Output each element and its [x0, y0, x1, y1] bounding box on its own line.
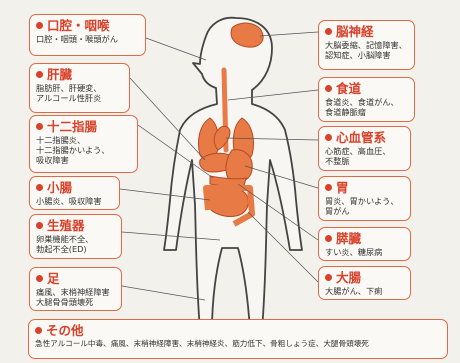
bullet-icon — [325, 134, 332, 141]
box-title: 口腔・咽喉 — [47, 18, 110, 33]
bullet-icon — [325, 85, 332, 92]
box-title: 肝臓 — [47, 67, 72, 82]
box-reproductive: 生殖器 卵巣機能不全、 勃起不全(ED) — [29, 214, 122, 259]
box-pancreas: 膵臓 すい炎、糖尿病 — [318, 227, 411, 261]
box-esophagus: 食道 食道炎、食道がん、 食道静脈瘤 — [318, 77, 415, 122]
box-duodenum: 十二指腸 十二指腸炎、 十二指腸かいよう、 吸収障害 — [29, 115, 138, 173]
bullet-icon — [325, 274, 332, 281]
box-title: 食道 — [336, 81, 361, 96]
box-title: 十二指腸 — [47, 119, 97, 134]
box-title: 胃 — [336, 180, 349, 195]
box-stomach: 胃 胃炎、胃かいよう、 胃がん — [318, 176, 411, 221]
box-desc: 食道炎、食道がん、 食道静脈瘤 — [325, 97, 408, 117]
box-liver: 肝臓 脂肪肝、肝硬変、 アルコール性肝炎 — [29, 63, 130, 113]
box-title: 脳神経 — [336, 24, 374, 39]
bullet-icon — [325, 235, 332, 242]
bullet-icon — [36, 275, 43, 282]
box-title: 足 — [47, 271, 60, 286]
box-mouth: 口腔・咽喉 口腔・咽頭・喉頭がん — [29, 14, 146, 56]
box-desc: 大腸がん、下痢 — [325, 286, 404, 296]
box-desc: 口腔・咽頭・喉頭がん — [36, 34, 139, 44]
box-small-intestine: 小腸 小腸炎、吸収障害 — [29, 176, 120, 210]
bullet-icon — [36, 123, 43, 130]
bullet-icon — [36, 22, 43, 29]
box-title: 膵臓 — [336, 231, 361, 246]
box-desc: 卵巣機能不全、 勃起不全(ED) — [36, 234, 115, 254]
box-desc: 十二指腸炎、 十二指腸かいよう、 吸収障害 — [36, 135, 131, 166]
box-desc: 大脳委縮、記憶障害、 認知症、小脳障害 — [325, 40, 408, 60]
box-desc: 脂肪肝、肝硬変、 アルコール性肝炎 — [36, 83, 123, 103]
box-cardiovascular: 心血管系 心筋症、高血圧、 不整脈 — [318, 126, 411, 171]
box-title: 心血管系 — [336, 130, 386, 145]
bullet-icon — [35, 327, 42, 334]
bullet-icon — [325, 28, 332, 35]
bullet-icon — [36, 222, 43, 229]
box-title: 小腸 — [47, 180, 72, 195]
box-desc: 心筋症、高血圧、 不整脈 — [325, 146, 404, 166]
box-desc: 痛風、末梢神経障害 大腿骨骨頭壊死 — [36, 287, 115, 307]
box-desc: 小腸炎、吸収障害 — [36, 196, 113, 206]
box-title: 大腸 — [336, 270, 361, 285]
bullet-icon — [36, 184, 43, 191]
box-title: その他 — [46, 323, 84, 338]
box-desc: 急性アルコール中毒、痛風、末梢神経障害、末梢神経炎、筋力低下、骨粗しょう症、大腿… — [35, 339, 441, 349]
bullet-icon — [325, 184, 332, 191]
box-other: その他 急性アルコール中毒、痛風、末梢神経障害、末梢神経炎、筋力低下、骨粗しょう… — [28, 319, 448, 359]
box-large-intestine: 大腸 大腸がん、下痢 — [318, 266, 411, 300]
box-brain-nerves: 脳神経 大脳委縮、記憶障害、 認知症、小脳障害 — [318, 20, 415, 70]
box-title: 生殖器 — [47, 218, 85, 233]
bullet-icon — [36, 71, 43, 78]
box-desc: 胃炎、胃かいよう、 胃がん — [325, 196, 404, 216]
stomach-organ — [226, 150, 252, 182]
box-foot: 足 痛風、末梢神経障害 大腿骨骨頭壊死 — [29, 267, 122, 311]
box-desc: すい炎、糖尿病 — [325, 247, 404, 257]
